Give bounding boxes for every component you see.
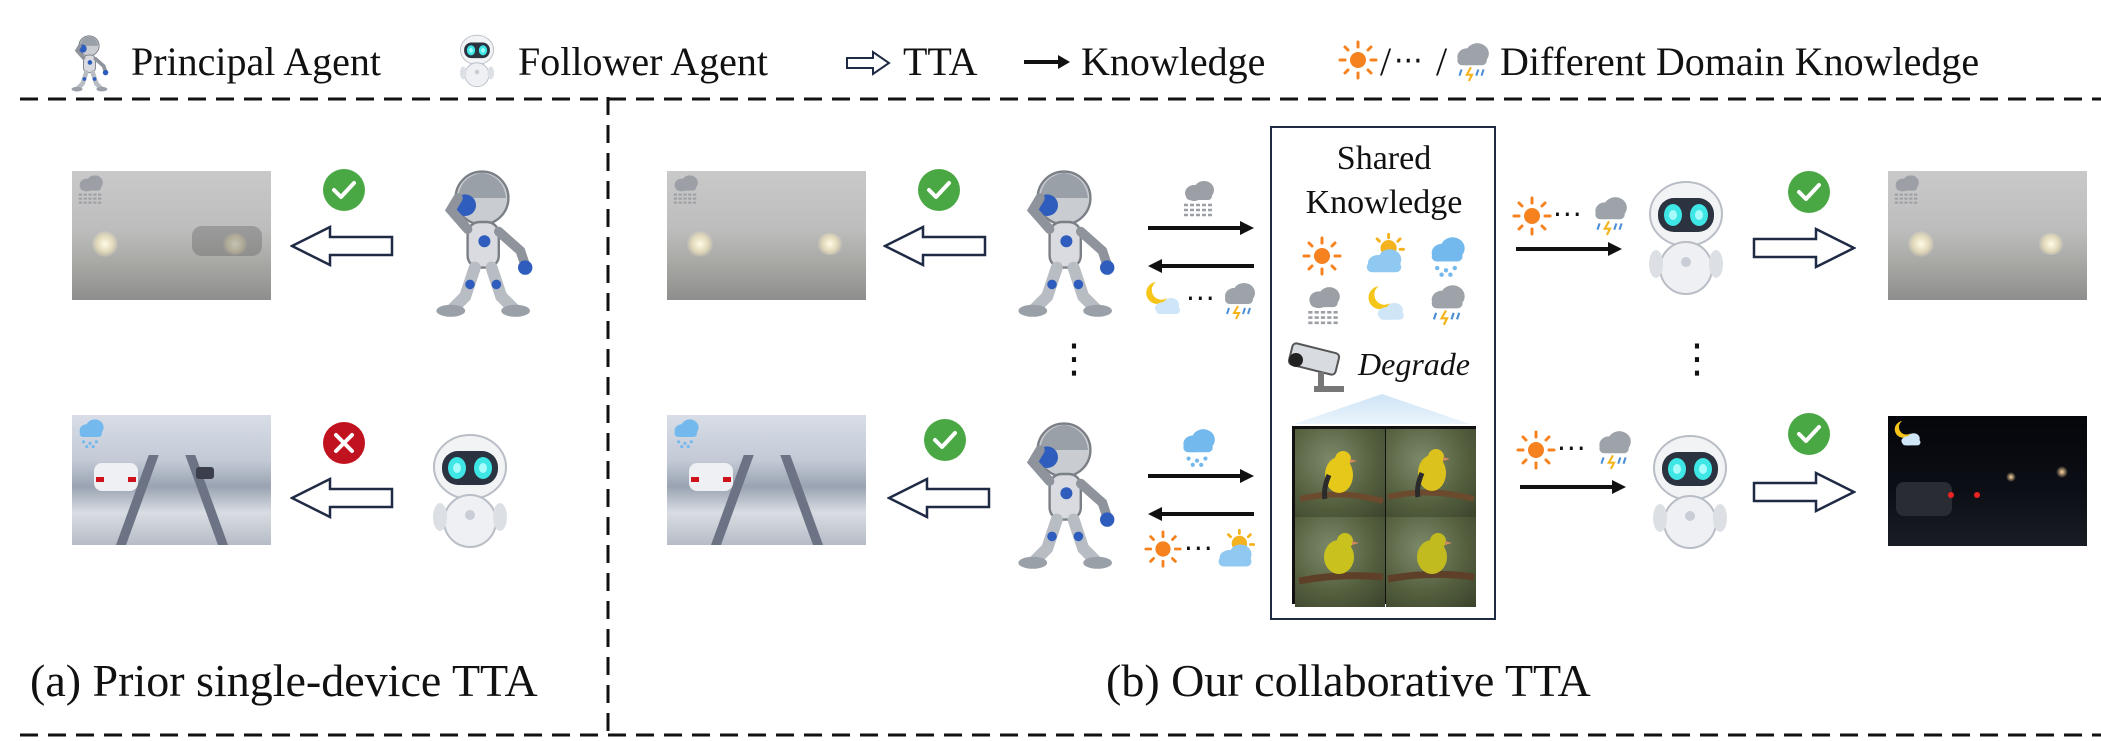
fog-cloud-icon: [1182, 179, 1216, 217]
check-icon: [322, 168, 366, 212]
thunder-cloud-icon: [1456, 42, 1490, 82]
bottom-divider: [20, 733, 2101, 737]
sun-icon: [1338, 40, 1378, 80]
legend-follower-label: Follower Agent: [518, 39, 768, 84]
degraded-bird-grid: [1292, 426, 1476, 607]
principal-agent-robot: [1004, 160, 1124, 320]
horizontal-ellipsis: ···: [1184, 532, 1214, 565]
legend-domain-label: Different Domain Knowledge: [1500, 39, 1980, 84]
sun-icon: [1302, 236, 1342, 276]
snow-cloud-icon: [674, 419, 699, 449]
legend-tta-label: TTA: [903, 39, 978, 84]
fog-road-image: [667, 171, 866, 300]
legend-slash-2: /: [1436, 39, 1448, 84]
check-icon: [917, 168, 961, 212]
fog-cloud-icon: [1306, 285, 1342, 325]
principal-agent-robot: [422, 160, 542, 320]
snow-cloud-icon: [79, 419, 104, 449]
shared-knowledge-title: Shared Knowledge: [1305, 140, 1463, 221]
tta-hollow-arrow-right: [1752, 471, 1856, 513]
fog-road-image: [1888, 171, 2087, 300]
degrade-label: Degrade: [1358, 346, 1470, 382]
thunder-cloud-icon: [1430, 284, 1466, 326]
moon-cloud-icon: [1368, 286, 1404, 320]
tta-hollow-arrow-left: [290, 477, 394, 519]
tta-hollow-arrow-left: [883, 225, 987, 267]
snow-road-image: [72, 415, 271, 545]
tta-hollow-arrow-left: [887, 477, 991, 519]
fog-road-image: [72, 171, 271, 300]
vertical-ellipsis: ⋮: [1677, 336, 1717, 382]
sun-icon: [1144, 530, 1182, 568]
follower-agent-robot: [1652, 435, 1728, 549]
knowledge-arrow-left: [1148, 507, 1254, 521]
sun-icon: [1516, 430, 1556, 470]
fog-cloud-icon: [672, 174, 699, 204]
night-road-image: [1888, 416, 2087, 546]
hollow-arrow-icon: [846, 50, 891, 76]
horizontal-ellipsis: ···: [1186, 282, 1216, 315]
legend-knowledge-label: Knowledge: [1081, 39, 1266, 84]
thunder-cloud-icon: [1224, 282, 1256, 320]
panel-a-caption: (a) Prior single-device TTA: [30, 655, 538, 706]
sun-cloud-icon: [1365, 232, 1405, 274]
fog-cloud-icon: [1893, 174, 1920, 204]
fog-cloud-icon: [77, 174, 104, 204]
knowledge-arrow-right: [1520, 480, 1626, 494]
snow-cloud-icon: [1183, 429, 1215, 467]
tta-hollow-arrow-right: [1752, 227, 1856, 269]
sun-cloud-icon: [1217, 528, 1256, 568]
vertical-ellipsis: ⋮: [1054, 336, 1094, 382]
panel-b-caption: (b) Our collaborative TTA: [1106, 655, 1591, 706]
moon-cloud-icon: [1894, 421, 1921, 446]
knowledge-arrow-left: [1148, 259, 1254, 273]
legend-ellipsis: ···: [1394, 44, 1423, 79]
knowledge-arrow-icon: [1024, 55, 1070, 69]
legend-slash-1: /: [1380, 39, 1392, 84]
check-icon: [923, 418, 967, 462]
legend-principal-label: Principal Agent: [131, 39, 381, 84]
knowledge-arrow-right: [1148, 221, 1254, 235]
moon-cloud-icon: [1146, 282, 1180, 314]
horizontal-ellipsis: ···: [1557, 432, 1587, 465]
horizontal-ellipsis: ···: [1553, 198, 1583, 231]
follower-agent-robot: [432, 434, 508, 548]
thunder-cloud-icon: [1598, 430, 1632, 470]
sun-icon: [1512, 196, 1552, 236]
panel-divider: [606, 97, 610, 737]
top-divider: [20, 97, 2101, 101]
camera-icon: [1287, 342, 1344, 392]
check-icon: [1787, 170, 1831, 214]
snow-road-image: [667, 415, 866, 545]
principal-agent-robot: [1004, 412, 1124, 572]
principal-agent-icon: [66, 32, 112, 92]
follower-agent-robot: [1648, 181, 1724, 295]
knowledge-arrow-right: [1516, 242, 1622, 256]
tta-hollow-arrow-left: [290, 225, 394, 267]
snow-cloud-icon: [1431, 237, 1465, 277]
cross-icon: [322, 421, 366, 465]
thunder-cloud-icon: [1594, 196, 1628, 236]
degrade-cone: [1294, 394, 1470, 424]
check-icon: [1787, 412, 1831, 456]
knowledge-arrow-right: [1148, 469, 1254, 483]
follower-agent-icon: [459, 34, 495, 88]
